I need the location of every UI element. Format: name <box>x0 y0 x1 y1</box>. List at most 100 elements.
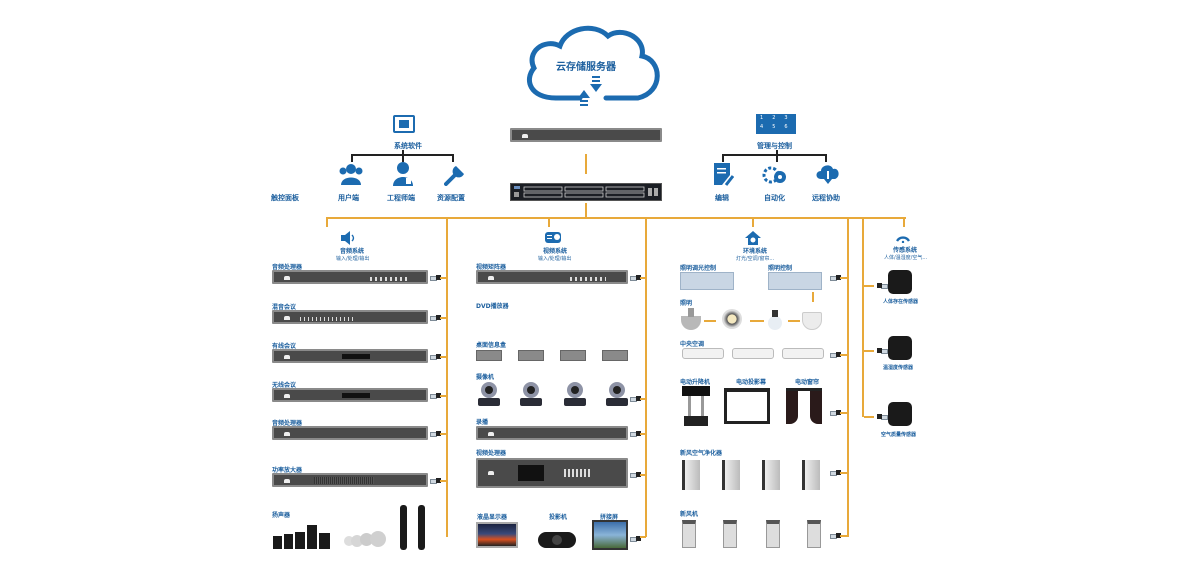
video-processor-label: 视频处理器 <box>476 450 507 457</box>
mixing-conference-rack <box>272 310 428 324</box>
sensor-subtitle: 人体/温湿度/空气... <box>884 255 928 261</box>
device-wire <box>840 535 847 537</box>
video-matrix-label: 视频矩阵器 <box>476 264 507 271</box>
desk-info-box <box>602 350 628 361</box>
purifier-label: 新风空气净化器 <box>680 450 723 457</box>
network-connector <box>430 478 444 484</box>
video-title: 视频系统 <box>543 248 568 255</box>
device-wire <box>440 480 446 482</box>
recorder-rack <box>476 426 628 440</box>
bulb-lamp <box>768 310 782 330</box>
network-connector <box>430 393 444 399</box>
device-wire <box>440 277 446 279</box>
sync-arrows-icon <box>578 76 602 106</box>
grid-number: 5 <box>772 124 776 130</box>
speakers-label: 扬声器 <box>272 512 291 519</box>
wrench-icon <box>444 166 464 186</box>
dvd-player-label: DVD播放器 <box>476 303 509 310</box>
device-wire <box>840 277 847 279</box>
display-label: 拼接屏 <box>600 514 619 521</box>
air-purifier <box>762 460 780 490</box>
lcd-monitor <box>476 522 518 548</box>
software-item-user: 用户端 <box>338 194 359 202</box>
fresh-air-unit <box>682 520 696 548</box>
ac-unit <box>732 348 774 359</box>
network-connector <box>830 410 844 416</box>
software-tablet-icon <box>393 115 415 133</box>
lamp-link-wire <box>788 320 800 322</box>
display-label: 液晶显示器 <box>477 514 508 521</box>
software-item-resources: 资源配置 <box>437 194 465 202</box>
desk-info-box <box>518 350 544 361</box>
motor-label: 电动窗帘 <box>795 379 820 386</box>
engineer-icon <box>393 162 413 186</box>
cabinet-label: 新风机 <box>680 511 699 518</box>
bracket-leg <box>402 150 404 162</box>
network-connector <box>830 352 844 358</box>
wireless-conference-rack <box>272 388 428 402</box>
device-wire <box>640 474 646 476</box>
audio-device-label: 无线会议 <box>272 382 297 389</box>
bracket-leg <box>776 150 778 162</box>
wired-conference-rack <box>272 349 428 363</box>
management-item-remote: 远程协助 <box>812 194 840 202</box>
sensor-device-label: 温湿度传感器 <box>883 365 914 371</box>
lighting-panel-label: 照明控制 <box>768 265 793 272</box>
rack-display <box>342 354 370 359</box>
network-connector <box>430 354 444 360</box>
network-connector <box>630 536 644 542</box>
device-wire <box>640 536 646 538</box>
column-speakers <box>400 505 430 551</box>
network-connector <box>630 396 644 402</box>
management-item-edit: 编辑 <box>715 194 729 202</box>
lighting-control-panel <box>768 272 822 290</box>
cloud-label: 云存储服务器 <box>556 62 616 73</box>
rack-display <box>342 393 370 398</box>
video-subtitle: 输入/处理/输出 <box>538 256 572 262</box>
video-wall <box>592 520 628 550</box>
bus-drop <box>752 217 754 227</box>
rack-buttons <box>570 277 606 281</box>
power-amplifier-rack <box>272 473 428 487</box>
management-item-automation: 自动化 <box>764 194 785 202</box>
video-matrix-rack <box>476 270 628 284</box>
rack-logo <box>284 394 290 398</box>
lighting-label: 照明 <box>680 300 693 307</box>
audio-device-label: 有线会议 <box>272 343 297 350</box>
network-connector <box>430 275 444 281</box>
bus-drop <box>862 217 864 417</box>
touch-panel-label: 触控面板 <box>271 194 299 202</box>
bracket-leg <box>452 154 454 162</box>
network-connector <box>630 431 644 437</box>
ceiling-speakers <box>344 530 390 548</box>
spot-lamp <box>722 309 742 329</box>
device-wire <box>640 277 646 279</box>
speaker-icon <box>341 231 355 245</box>
ptz-camera <box>478 382 500 406</box>
network-connector <box>874 348 888 353</box>
network-connector <box>430 315 444 321</box>
rack-logo <box>488 432 494 436</box>
projector <box>538 532 576 548</box>
cloud-download-icon <box>816 165 839 184</box>
management-grid-icon: 1 2 3 4 5 6 <box>756 114 796 134</box>
air-quality-sensor <box>888 402 912 426</box>
fresh-air-unit <box>723 520 737 548</box>
network-switch <box>510 183 662 201</box>
management-title: 管理与控制 <box>757 142 792 150</box>
sensor-device-label: 空气质量传感器 <box>881 432 917 438</box>
ac-unit <box>682 348 724 359</box>
desk-info-box <box>476 350 502 361</box>
audio-title: 音频系统 <box>340 248 365 255</box>
rack-display <box>518 465 544 481</box>
presence-sensor <box>888 270 912 294</box>
rack-logo <box>284 316 290 320</box>
lighting-panel-label: 照明调光控制 <box>680 265 717 272</box>
bracket-leg <box>825 154 827 162</box>
device-wire <box>440 433 446 435</box>
curtain <box>786 388 822 424</box>
cloud-icon <box>527 25 660 101</box>
device-wire <box>864 285 874 287</box>
audio-processor-2-rack <box>272 426 428 440</box>
rack-grille <box>314 477 374 484</box>
